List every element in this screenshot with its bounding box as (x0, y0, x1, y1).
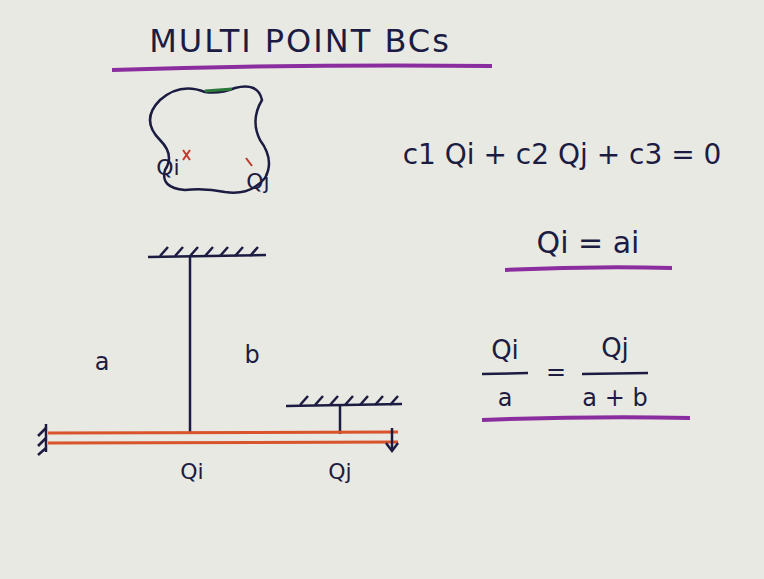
pin-support (38, 424, 46, 455)
fixed-support (148, 247, 266, 257)
title-underline (112, 66, 492, 71)
dof-label: Qi (180, 460, 203, 484)
fraction-numerator: Qi (491, 336, 519, 365)
cable (189, 257, 192, 434)
fraction-numerator: Qj (601, 334, 629, 363)
node-mark (183, 150, 190, 160)
constraint-equation: Qi = ai (537, 226, 640, 259)
dof-label: Qj (328, 460, 351, 484)
fraction-denominator: a (498, 385, 513, 411)
body-edge-mark (205, 89, 232, 91)
node-mark (246, 158, 252, 166)
length-label: a (95, 349, 110, 375)
dof-label: Qj (246, 170, 269, 194)
cable (339, 406, 342, 434)
equation-underline (482, 417, 690, 420)
fraction-denominator: a + b (582, 385, 647, 411)
fraction-bar (482, 373, 528, 374)
equals-sign: = (546, 359, 566, 385)
equation-underline (505, 267, 672, 270)
beam (48, 432, 398, 443)
fixed-support (286, 396, 402, 406)
title: MULTI POINT BCs (149, 24, 451, 59)
constraint-equation: c1 Qi + c2 Qj + c3 = 0 (403, 140, 722, 171)
dof-label: Qi (156, 156, 179, 180)
length-label: b (244, 342, 259, 368)
fraction-bar (582, 373, 648, 374)
load-arrow (386, 428, 398, 451)
